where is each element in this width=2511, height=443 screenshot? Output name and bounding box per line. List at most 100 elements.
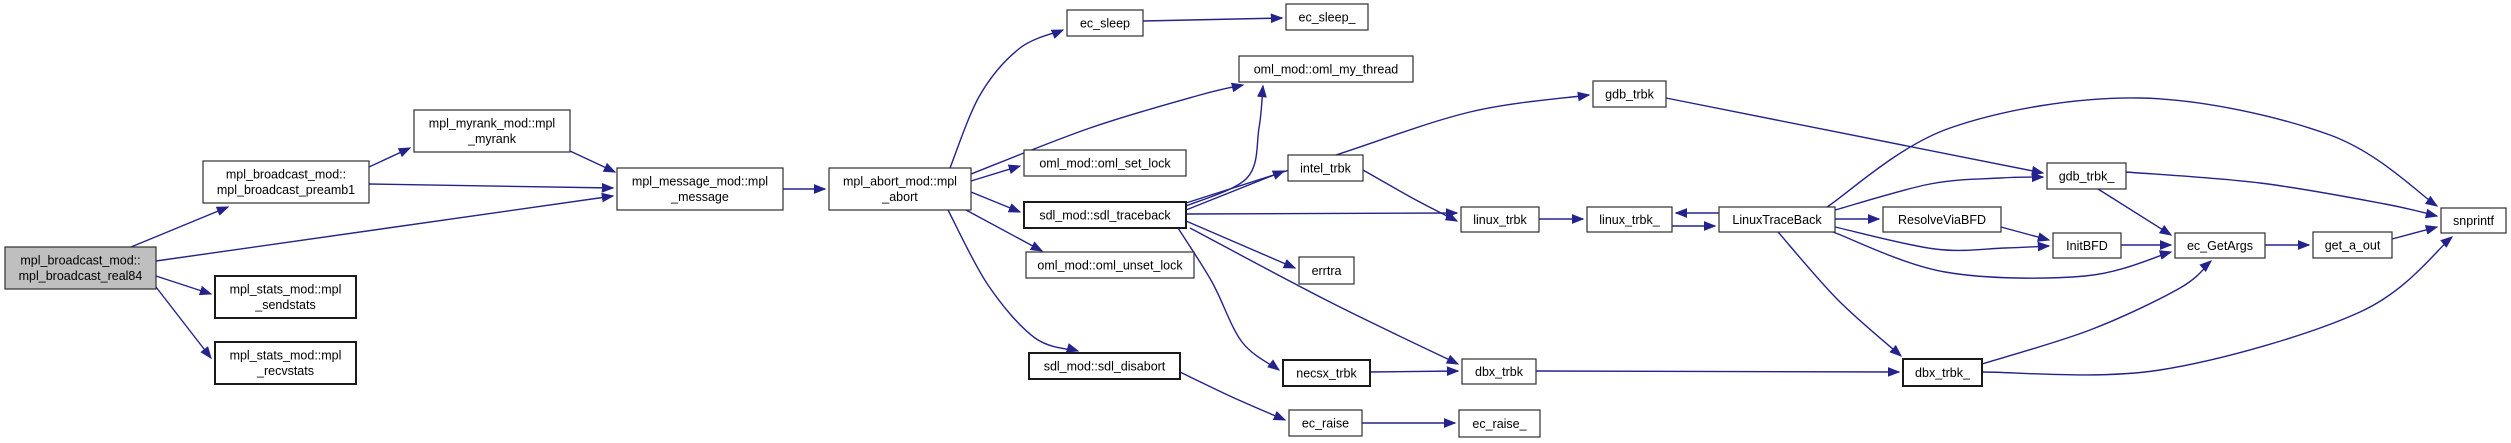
node-ResolveViaBFD[interactable]: ResolveViaBFD <box>1882 206 2002 233</box>
edge-mpl_abort-to-ec_sleep <box>949 29 1065 169</box>
node-intel_trbk[interactable]: intel_trbk <box>1287 154 1364 182</box>
node-label: InitBFD <box>2066 239 2108 253</box>
node-mpl_sendstats[interactable]: mpl_stats_mod::mpl_sendstats <box>214 275 357 319</box>
node-label: _sendstats <box>254 298 315 312</box>
node-label: _recvstats <box>256 364 314 378</box>
edge-ResolveViaBFD-to-InitBFD <box>2000 226 2051 242</box>
edge-sdl_traceback-to-errtra <box>1185 220 1297 269</box>
node-label: gdb_trbk <box>1605 87 1654 101</box>
edge-LinuxTraceBack-to-InitBFD <box>1834 226 2051 252</box>
node-label: oml_mod::oml_unset_lock <box>1037 258 1183 272</box>
node-linux_trbk_[interactable]: linux_trbk_ <box>1586 206 1673 233</box>
node-label: ec_raise <box>1302 416 1349 430</box>
node-label: oml_mod::oml_my_thread <box>1254 62 1399 76</box>
node-ec_raise_[interactable]: ec_raise_ <box>1458 409 1541 438</box>
node-label: mpl_stats_mod::mpl <box>230 283 342 297</box>
node-label: mpl_stats_mod::mpl <box>230 349 342 363</box>
node-label: ec_GetArgs <box>2187 239 2253 253</box>
node-label: errtra <box>1312 264 1342 278</box>
node-sdl_traceback[interactable]: sdl_mod::sdl_traceback <box>1023 201 1187 229</box>
node-snprintf[interactable]: snprintf <box>2440 207 2507 234</box>
edge-get_a_out-to-snprintf <box>2391 225 2439 240</box>
edge-dbx_trbk_-to-snprintf <box>1981 236 2454 376</box>
edge-mpl_broadcast_preamb1-to-mpl_message <box>368 182 615 193</box>
node-label: oml_mod::oml_set_lock <box>1039 156 1171 170</box>
node-mpl_message[interactable]: mpl_message_mod::mpl_message <box>616 167 784 211</box>
node-label: mpl_message_mod::mpl <box>632 175 768 189</box>
edge-mpl_abort-to-sdl_disabort <box>947 209 1080 353</box>
edge-mpl_myrank-to-mpl_message <box>569 150 617 173</box>
node-gdb_trbk_[interactable]: gdb_trbk_ <box>2046 162 2127 190</box>
edge-mpl_abort-to-sdl_traceback <box>970 191 1022 213</box>
node-label: dbx_trbk <box>1475 365 1524 379</box>
node-mpl_myrank[interactable]: mpl_myrank_mod::mpl_myrank <box>413 109 571 153</box>
edge-sdl_disabort-to-ec_raise <box>1179 371 1287 421</box>
node-dbx_trbk[interactable]: dbx_trbk <box>1461 358 1537 385</box>
node-label: dbx_trbk_ <box>1915 366 1971 380</box>
edge-LinuxTraceBack-to-snprintf <box>1826 97 2439 208</box>
edge-sdl_traceback-to-intel_trbk <box>1185 170 1286 211</box>
edge-mpl_broadcast_preamb1-to-mpl_myrank <box>368 147 412 168</box>
node-ec_raise[interactable]: ec_raise <box>1288 409 1363 437</box>
edge-LinuxTraceBack-to-ec_GetArgs <box>1832 231 2173 279</box>
node-mpl_recvstats[interactable]: mpl_stats_mod::mpl_recvstats <box>214 341 357 385</box>
node-label: mpl_abort_mod::mpl <box>843 175 957 189</box>
node-label: get_a_out <box>2325 238 2381 252</box>
node-label: sdl_mod::sdl_traceback <box>1039 208 1171 222</box>
node-label: _message <box>670 190 729 204</box>
edge-LinuxTraceBack-to-gdb_trbk_ <box>1834 172 2045 211</box>
node-label: intel_trbk <box>1300 161 1351 175</box>
edge-mpl_abort-to-oml_unset_lock <box>965 209 1044 252</box>
node-necsx_trbk[interactable]: necsx_trbk <box>1282 359 1371 387</box>
node-mpl_broadcast_real84[interactable]: mpl_broadcast_mod::mpl_broadcast_real84 <box>4 246 157 290</box>
edge-mpl_abort-to-oml_set_lock <box>970 164 1022 182</box>
node-label: mpl_broadcast_mod:: <box>226 168 346 182</box>
edge-necsx_trbk-to-dbx_trbk <box>1369 366 1460 377</box>
node-ec_sleep_[interactable]: ec_sleep_ <box>1285 3 1369 31</box>
edge-ec_sleep-to-ec_sleep_ <box>1142 13 1284 24</box>
node-label: mpl_broadcast_mod:: <box>20 254 140 268</box>
node-label: sdl_mod::sdl_disabort <box>1044 359 1166 373</box>
edge-dbx_trbk-to-dbx_trbk_ <box>1535 367 1901 377</box>
node-oml_set_lock[interactable]: oml_mod::oml_set_lock <box>1023 149 1187 177</box>
node-label: _abort <box>881 190 918 204</box>
edge-sdl_traceback-to-gdb_trbk <box>1185 91 1591 204</box>
node-mpl_abort[interactable]: mpl_abort_mod::mpl_abort <box>828 167 972 211</box>
node-mpl_broadcast_preamb1[interactable]: mpl_broadcast_mod::mpl_broadcast_preamb1 <box>202 160 370 204</box>
edge-mpl_broadcast_real84-to-mpl_message <box>155 192 615 262</box>
node-label: ec_raise_ <box>1472 417 1527 431</box>
edge-gdb_trbk_-to-snprintf <box>2125 171 2439 219</box>
edge-mpl_broadcast_real84-to-mpl_recvstats <box>155 286 212 360</box>
node-linux_trbk[interactable]: linux_trbk <box>1460 206 1540 233</box>
edge-mpl_abort-to-oml_my_thread <box>970 82 1245 175</box>
edge-sdl_traceback-to-linux_trbk <box>1185 208 1459 218</box>
node-InitBFD[interactable]: InitBFD <box>2052 232 2122 259</box>
node-ec_sleep[interactable]: ec_sleep <box>1066 9 1144 37</box>
node-ec_GetArgs[interactable]: ec_GetArgs <box>2174 232 2266 259</box>
node-dbx_trbk_[interactable]: dbx_trbk_ <box>1902 358 1983 387</box>
node-errtra[interactable]: errtra <box>1298 256 1355 285</box>
node-gdb_trbk[interactable]: gdb_trbk <box>1592 80 1667 108</box>
node-oml_my_thread[interactable]: oml_mod::oml_my_thread <box>1238 55 1414 83</box>
edge-sdl_traceback-to-dbx_trbk <box>1189 227 1460 365</box>
edge-dbx_trbk_-to-ec_GetArgs <box>1981 260 2213 365</box>
node-label: mpl_broadcast_preamb1 <box>217 183 355 197</box>
edge-intel_trbk-to-linux_trbk <box>1362 169 1459 222</box>
edge-gdb_trbk-to-gdb_trbk_ <box>1665 97 2045 176</box>
node-label: snprintf <box>2453 214 2495 228</box>
edge-mpl_broadcast_real84-to-mpl_broadcast_preamb1 <box>130 206 230 248</box>
node-label: ResolveViaBFD <box>1898 213 1986 227</box>
edge-gdb_trbk_-to-ec_GetArgs <box>2097 188 2173 236</box>
node-LinuxTraceBack[interactable]: LinuxTraceBack <box>1718 206 1836 233</box>
node-label: necsx_trbk <box>1296 366 1357 380</box>
node-label: mpl_myrank_mod::mpl <box>429 117 555 131</box>
node-label: ec_sleep_ <box>1299 10 1357 24</box>
node-label: linux_trbk_ <box>1599 213 1660 227</box>
node-sdl_disabort[interactable]: sdl_mod::sdl_disabort <box>1028 352 1181 380</box>
node-oml_unset_lock[interactable]: oml_mod::oml_unset_lock <box>1025 251 1195 279</box>
edge-LinuxTraceBack-to-dbx_trbk_ <box>1777 231 1903 357</box>
node-label: LinuxTraceBack <box>1732 213 1822 227</box>
node-get_a_out[interactable]: get_a_out <box>2312 231 2393 259</box>
